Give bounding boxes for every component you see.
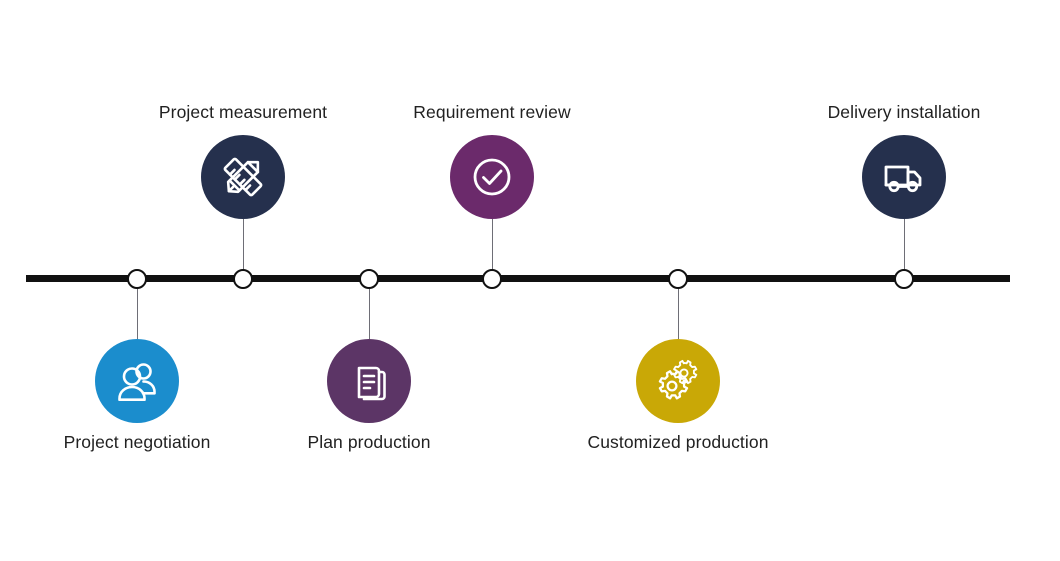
timeline-node-project-negotiation[interactable]	[127, 269, 147, 289]
timeline-node-plan-production[interactable]	[359, 269, 379, 289]
check-circle-icon	[467, 152, 517, 202]
step-badge-requirement-review[interactable]	[450, 135, 534, 219]
step-badge-project-measurement[interactable]	[201, 135, 285, 219]
delivery-truck-icon	[880, 153, 928, 201]
timeline-node-delivery-installation[interactable]	[894, 269, 914, 289]
people-group-icon	[112, 356, 162, 406]
step-badge-plan-production[interactable]	[327, 339, 411, 423]
gears-icon	[653, 356, 703, 406]
step-label-delivery-installation: Delivery installation	[827, 102, 981, 122]
pencil-ruler-icon	[217, 151, 269, 203]
step-connector-line	[678, 279, 679, 339]
timeline-axis	[26, 275, 1010, 282]
step-label-requirement-review: Requirement review	[413, 102, 571, 122]
step-badge-customized-production[interactable]	[636, 339, 720, 423]
step-label-customized-production: Customized production	[587, 432, 769, 452]
timeline-node-customized-production[interactable]	[668, 269, 688, 289]
step-label-project-negotiation: Project negotiation	[63, 432, 211, 452]
timeline-node-project-measurement[interactable]	[233, 269, 253, 289]
step-badge-delivery-installation[interactable]	[862, 135, 946, 219]
step-label-plan-production: Plan production	[307, 432, 431, 452]
step-connector-line	[137, 279, 138, 339]
step-connector-line	[904, 219, 905, 279]
step-connector-line	[243, 219, 244, 279]
timeline-node-requirement-review[interactable]	[482, 269, 502, 289]
step-connector-line	[369, 279, 370, 339]
step-badge-project-negotiation[interactable]	[95, 339, 179, 423]
step-label-project-measurement: Project measurement	[158, 102, 328, 122]
step-connector-line	[492, 219, 493, 279]
documents-icon	[346, 358, 392, 404]
